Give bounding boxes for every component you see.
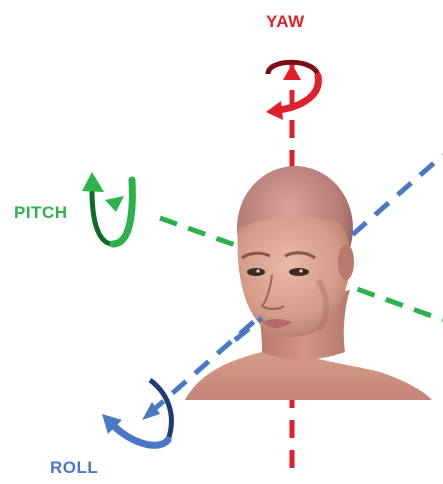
roll-rotation-arrow-icon (102, 380, 171, 445)
roll-label: ROLL (50, 458, 98, 478)
head-bust-illustration (185, 166, 432, 400)
pitch-label: PITCH (14, 203, 68, 223)
yaw-label: YAW (266, 12, 305, 32)
pitch-rotation-arrow-icon (82, 172, 132, 244)
